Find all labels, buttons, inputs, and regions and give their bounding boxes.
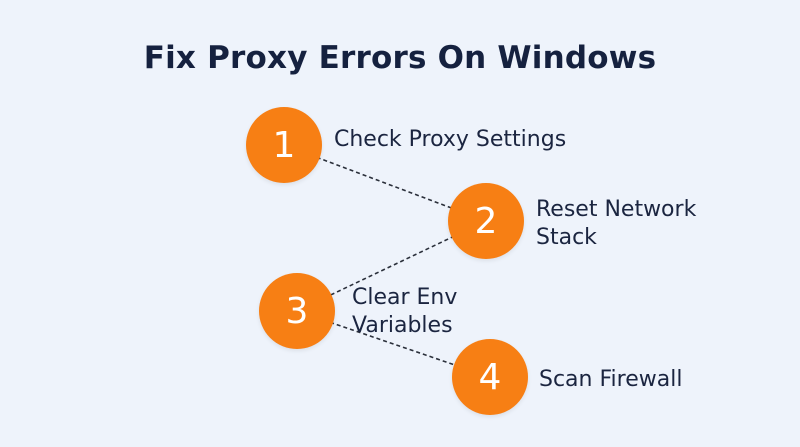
step-4-circle: 4 <box>452 339 528 415</box>
step-1-number: 1 <box>272 124 296 166</box>
page-title: Fix Proxy Errors On Windows <box>143 40 657 76</box>
step-1-circle: 1 <box>246 107 322 183</box>
step-4-number: 4 <box>478 356 502 398</box>
step-3-label: Clear Env Variables <box>352 285 458 338</box>
step-2-number: 2 <box>474 200 498 242</box>
step-4-label: Scan Firewall <box>539 367 683 392</box>
step-3-circle: 3 <box>259 273 335 349</box>
step-3-number: 3 <box>285 290 309 332</box>
step-2-label: Reset Network Stack <box>536 197 697 250</box>
step-2-circle: 2 <box>448 183 524 259</box>
step-1-label: Check Proxy Settings <box>334 127 567 152</box>
